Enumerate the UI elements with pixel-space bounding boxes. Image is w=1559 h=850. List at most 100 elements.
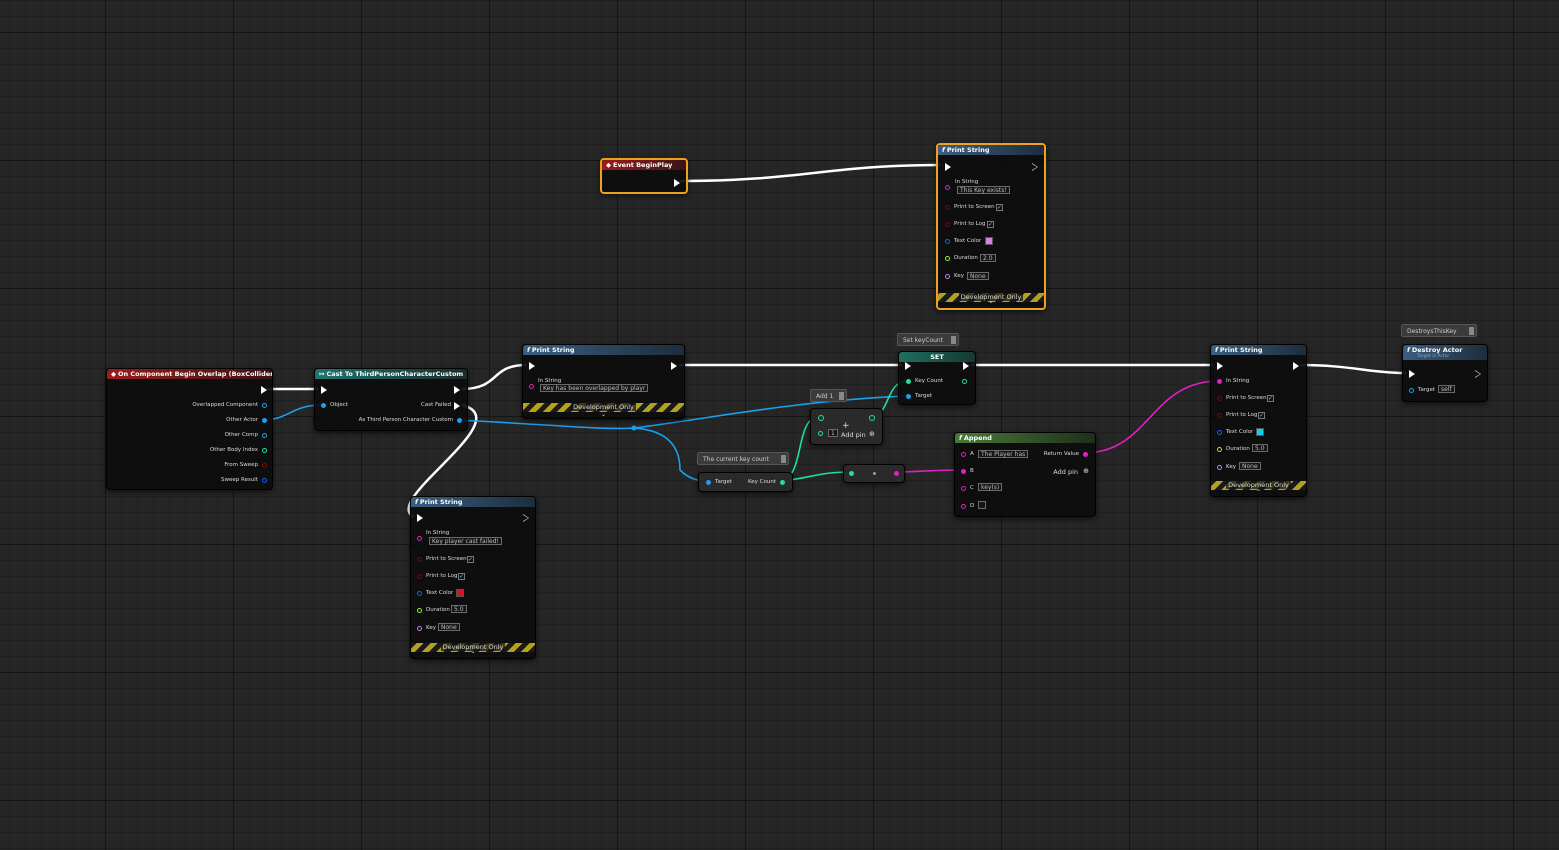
c-field[interactable]: key(s) bbox=[978, 483, 1003, 491]
string-pin[interactable] bbox=[1083, 452, 1088, 457]
object-pin[interactable] bbox=[262, 403, 267, 408]
duration-field[interactable]: 5.0 bbox=[451, 605, 467, 613]
node-set-keycount[interactable]: SET Key Count Target bbox=[898, 351, 976, 405]
exec-in-pin[interactable] bbox=[1217, 362, 1223, 370]
string-pin[interactable] bbox=[961, 486, 966, 491]
print-to-screen-checkbox[interactable]: ✓ bbox=[1267, 395, 1274, 402]
node-get-keycount[interactable]: Target Key Count bbox=[698, 472, 793, 492]
collapse-chevron-icon[interactable]: ⌃ bbox=[1255, 489, 1262, 496]
bool-pin[interactable] bbox=[945, 205, 950, 210]
node-on-component-begin-overlap[interactable]: ◆On Component Begin Overlap (BoxCollider… bbox=[106, 368, 273, 490]
collapse-chevron-icon[interactable]: ⌃ bbox=[470, 651, 476, 658]
string-pin[interactable] bbox=[961, 469, 966, 474]
exec-out-pin[interactable] bbox=[261, 386, 267, 394]
int-pin[interactable] bbox=[849, 471, 854, 476]
exec-out-pin[interactable] bbox=[674, 179, 680, 187]
string-pin[interactable] bbox=[894, 471, 899, 476]
add-pin-label[interactable]: Add pin bbox=[841, 431, 866, 439]
node-cast-to-thirdperson[interactable]: ↦Cast To ThirdPersonCharacterCustom Obje… bbox=[314, 368, 468, 431]
object-pin[interactable] bbox=[457, 418, 462, 423]
string-pin[interactable] bbox=[417, 536, 422, 541]
struct-pin[interactable] bbox=[417, 591, 422, 596]
node-event-beginplay[interactable]: ◆Event BeginPlay bbox=[600, 158, 688, 194]
object-pin[interactable] bbox=[706, 480, 711, 485]
exec-out-pin[interactable] bbox=[1293, 362, 1299, 370]
add-pin-label[interactable]: Add pin bbox=[1053, 468, 1078, 476]
int-pin[interactable] bbox=[818, 415, 824, 421]
string-pin[interactable] bbox=[961, 452, 966, 457]
bool-pin[interactable] bbox=[417, 574, 422, 579]
exec-out-pin[interactable] bbox=[1475, 370, 1481, 378]
exec-in-pin[interactable] bbox=[905, 362, 911, 370]
int-pin[interactable] bbox=[962, 379, 967, 384]
print-to-log-checkbox[interactable]: ✓ bbox=[458, 573, 465, 580]
exec-in-pin[interactable] bbox=[1409, 370, 1415, 378]
bool-pin[interactable] bbox=[1217, 413, 1222, 418]
object-pin[interactable] bbox=[262, 418, 267, 423]
comment-destroys-this-key[interactable]: DestroysThisKey bbox=[1401, 324, 1477, 337]
bool-pin[interactable] bbox=[417, 557, 422, 562]
exec-in-pin[interactable] bbox=[945, 163, 951, 171]
string-pin[interactable] bbox=[1217, 379, 1222, 384]
add-pin-icon[interactable]: ⊕ bbox=[1083, 467, 1089, 475]
comment-current-key-count[interactable]: The current key count bbox=[697, 452, 789, 465]
key-field[interactable]: None bbox=[967, 272, 989, 280]
struct-pin[interactable] bbox=[262, 478, 267, 483]
target-field[interactable]: self bbox=[1438, 385, 1455, 393]
int-pin[interactable] bbox=[869, 415, 875, 421]
exec-out-pin[interactable] bbox=[523, 514, 529, 522]
exec-cast-failed-pin[interactable] bbox=[454, 402, 460, 410]
in-string-field[interactable]: Key has been overlapped by playr bbox=[540, 384, 649, 392]
print-to-log-checkbox[interactable]: ✓ bbox=[987, 221, 994, 228]
duration-field[interactable]: 2.0 bbox=[980, 254, 996, 262]
name-pin[interactable] bbox=[417, 626, 422, 631]
object-pin[interactable] bbox=[906, 394, 911, 399]
text-color-swatch[interactable] bbox=[1256, 428, 1264, 436]
comment-set-keycount[interactable]: Set keyCount bbox=[897, 333, 959, 346]
int-pin[interactable] bbox=[262, 448, 267, 453]
exec-out-pin[interactable] bbox=[963, 362, 969, 370]
text-color-swatch[interactable] bbox=[456, 589, 464, 597]
object-pin[interactable] bbox=[1409, 388, 1414, 393]
string-pin[interactable] bbox=[945, 185, 950, 190]
bool-pin[interactable] bbox=[262, 463, 267, 468]
int-pin[interactable] bbox=[906, 379, 911, 384]
object-pin[interactable] bbox=[262, 433, 267, 438]
name-pin[interactable] bbox=[1217, 465, 1222, 470]
string-pin[interactable] bbox=[961, 504, 966, 509]
exec-in-pin[interactable] bbox=[417, 514, 423, 522]
key-field[interactable]: None bbox=[438, 623, 460, 631]
int-pin[interactable] bbox=[780, 480, 785, 485]
key-field[interactable]: None bbox=[1239, 462, 1261, 470]
exec-out-pin[interactable] bbox=[671, 362, 677, 370]
add-pin-icon[interactable]: ⊕ bbox=[869, 430, 875, 438]
node-int-to-string[interactable] bbox=[843, 464, 905, 483]
bool-pin[interactable] bbox=[1217, 396, 1222, 401]
float-pin[interactable] bbox=[417, 608, 422, 613]
exec-in-pin[interactable] bbox=[321, 386, 327, 394]
expand-chevron-icon[interactable]: ⌄ bbox=[600, 411, 607, 418]
exec-out-pin[interactable] bbox=[454, 386, 460, 394]
duration-field[interactable]: 5.0 bbox=[1252, 444, 1268, 452]
comment-add1[interactable]: Add 1 bbox=[810, 389, 847, 402]
name-pin[interactable] bbox=[945, 274, 950, 279]
object-pin[interactable] bbox=[321, 403, 326, 408]
print-to-screen-checkbox[interactable]: ✓ bbox=[996, 204, 1003, 211]
int-pin[interactable] bbox=[818, 431, 823, 436]
in-string-field[interactable]: This Key exists! bbox=[957, 186, 1010, 194]
in-string-field[interactable]: Key player cast failed! bbox=[429, 537, 502, 545]
exec-in-pin[interactable] bbox=[529, 362, 535, 370]
bool-pin[interactable] bbox=[945, 222, 950, 227]
exec-out-pin[interactable] bbox=[1032, 163, 1038, 171]
d-field[interactable] bbox=[978, 501, 986, 509]
print-to-screen-checkbox[interactable]: ✓ bbox=[467, 556, 474, 563]
add-value-field[interactable]: 1 bbox=[828, 429, 838, 437]
print-to-log-checkbox[interactable]: ✓ bbox=[1258, 412, 1265, 419]
collapse-chevron-icon[interactable]: ⌃ bbox=[988, 301, 994, 308]
struct-pin[interactable] bbox=[945, 239, 950, 244]
